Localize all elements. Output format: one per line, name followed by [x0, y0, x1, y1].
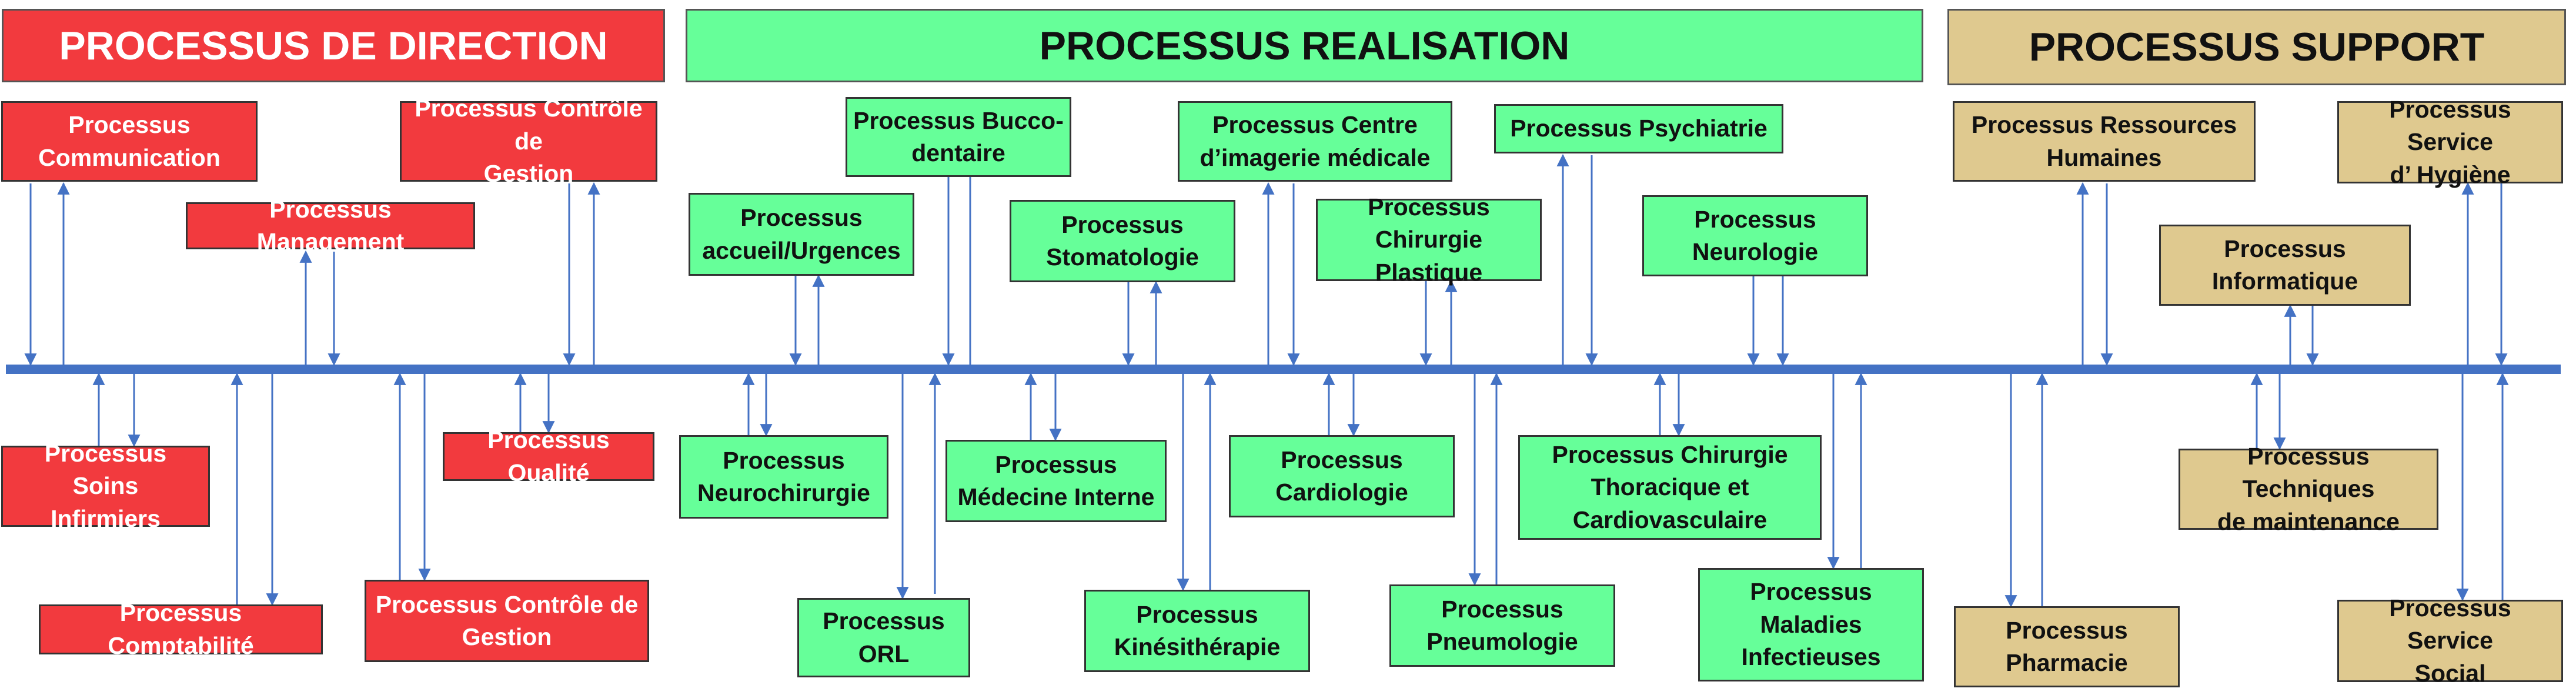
box-kinesitherapie: Processus Kinésithérapie	[1084, 590, 1310, 672]
box-pneumologie: Processus Pneumologie	[1389, 584, 1615, 667]
box-stomatologie: Processus Stomatologie	[1010, 200, 1235, 282]
box-techniques-maintenance: Processus Techniques de maintenance	[2179, 443, 2438, 535]
box-controle-gestion-top: Processus Contrôle de Gestion	[400, 95, 657, 187]
box-bucco-dentaire: Processus Bucco- dentaire	[846, 97, 1071, 177]
box-neurologie: Processus Neurologie	[1642, 195, 1868, 276]
header-direction: PROCESSUS DE DIRECTION	[2, 9, 665, 82]
box-controle-gestion-bottom: Processus Contrôle de Gestion	[365, 580, 649, 662]
box-chirurgie-plastique: Processus Chirurgie Plastique	[1316, 193, 1542, 286]
box-management: Processus Management	[186, 196, 475, 255]
box-psychiatrie: Processus Psychiatrie	[1494, 104, 1783, 153]
box-service-hygiene: Processus Service d’ Hygiène	[2337, 96, 2563, 188]
box-ressources-humaines: Processus Ressources Humaines	[1953, 101, 2256, 182]
box-orl: Processus ORL	[797, 598, 970, 677]
box-maladies-infectieuses: Processus Maladies Infectieuses	[1698, 568, 1924, 681]
header-realisation: PROCESSUS REALISATION	[686, 9, 1923, 82]
box-comptabilite: Processus Comptabilité	[39, 599, 323, 659]
box-medecine-interne: Processus Médecine Interne	[945, 440, 1167, 522]
box-cardiologie: Processus Cardiologie	[1229, 435, 1455, 517]
box-service-social: Processus Service Social	[2337, 594, 2563, 687]
header-support: PROCESSUS SUPPORT	[1947, 9, 2566, 85]
box-imagerie-medicale: Processus Centre d’imagerie médicale	[1178, 101, 1452, 182]
box-soins-infirmiers: Processus Soins Infirmiers	[1, 440, 210, 532]
box-chirurgie-thoracique: Processus Chirurgie Thoracique et Cardio…	[1518, 435, 1822, 540]
box-accueil-urgences: Processus accueil/Urgences	[689, 193, 914, 276]
box-qualite: Processus Qualité	[443, 426, 654, 486]
box-communication: Processus Communication	[1, 101, 258, 182]
box-neurochirurgie: Processus Neurochirurgie	[679, 435, 888, 519]
box-pharmacie: Processus Pharmacie	[1954, 606, 2180, 687]
box-informatique: Processus Informatique	[2159, 225, 2411, 306]
